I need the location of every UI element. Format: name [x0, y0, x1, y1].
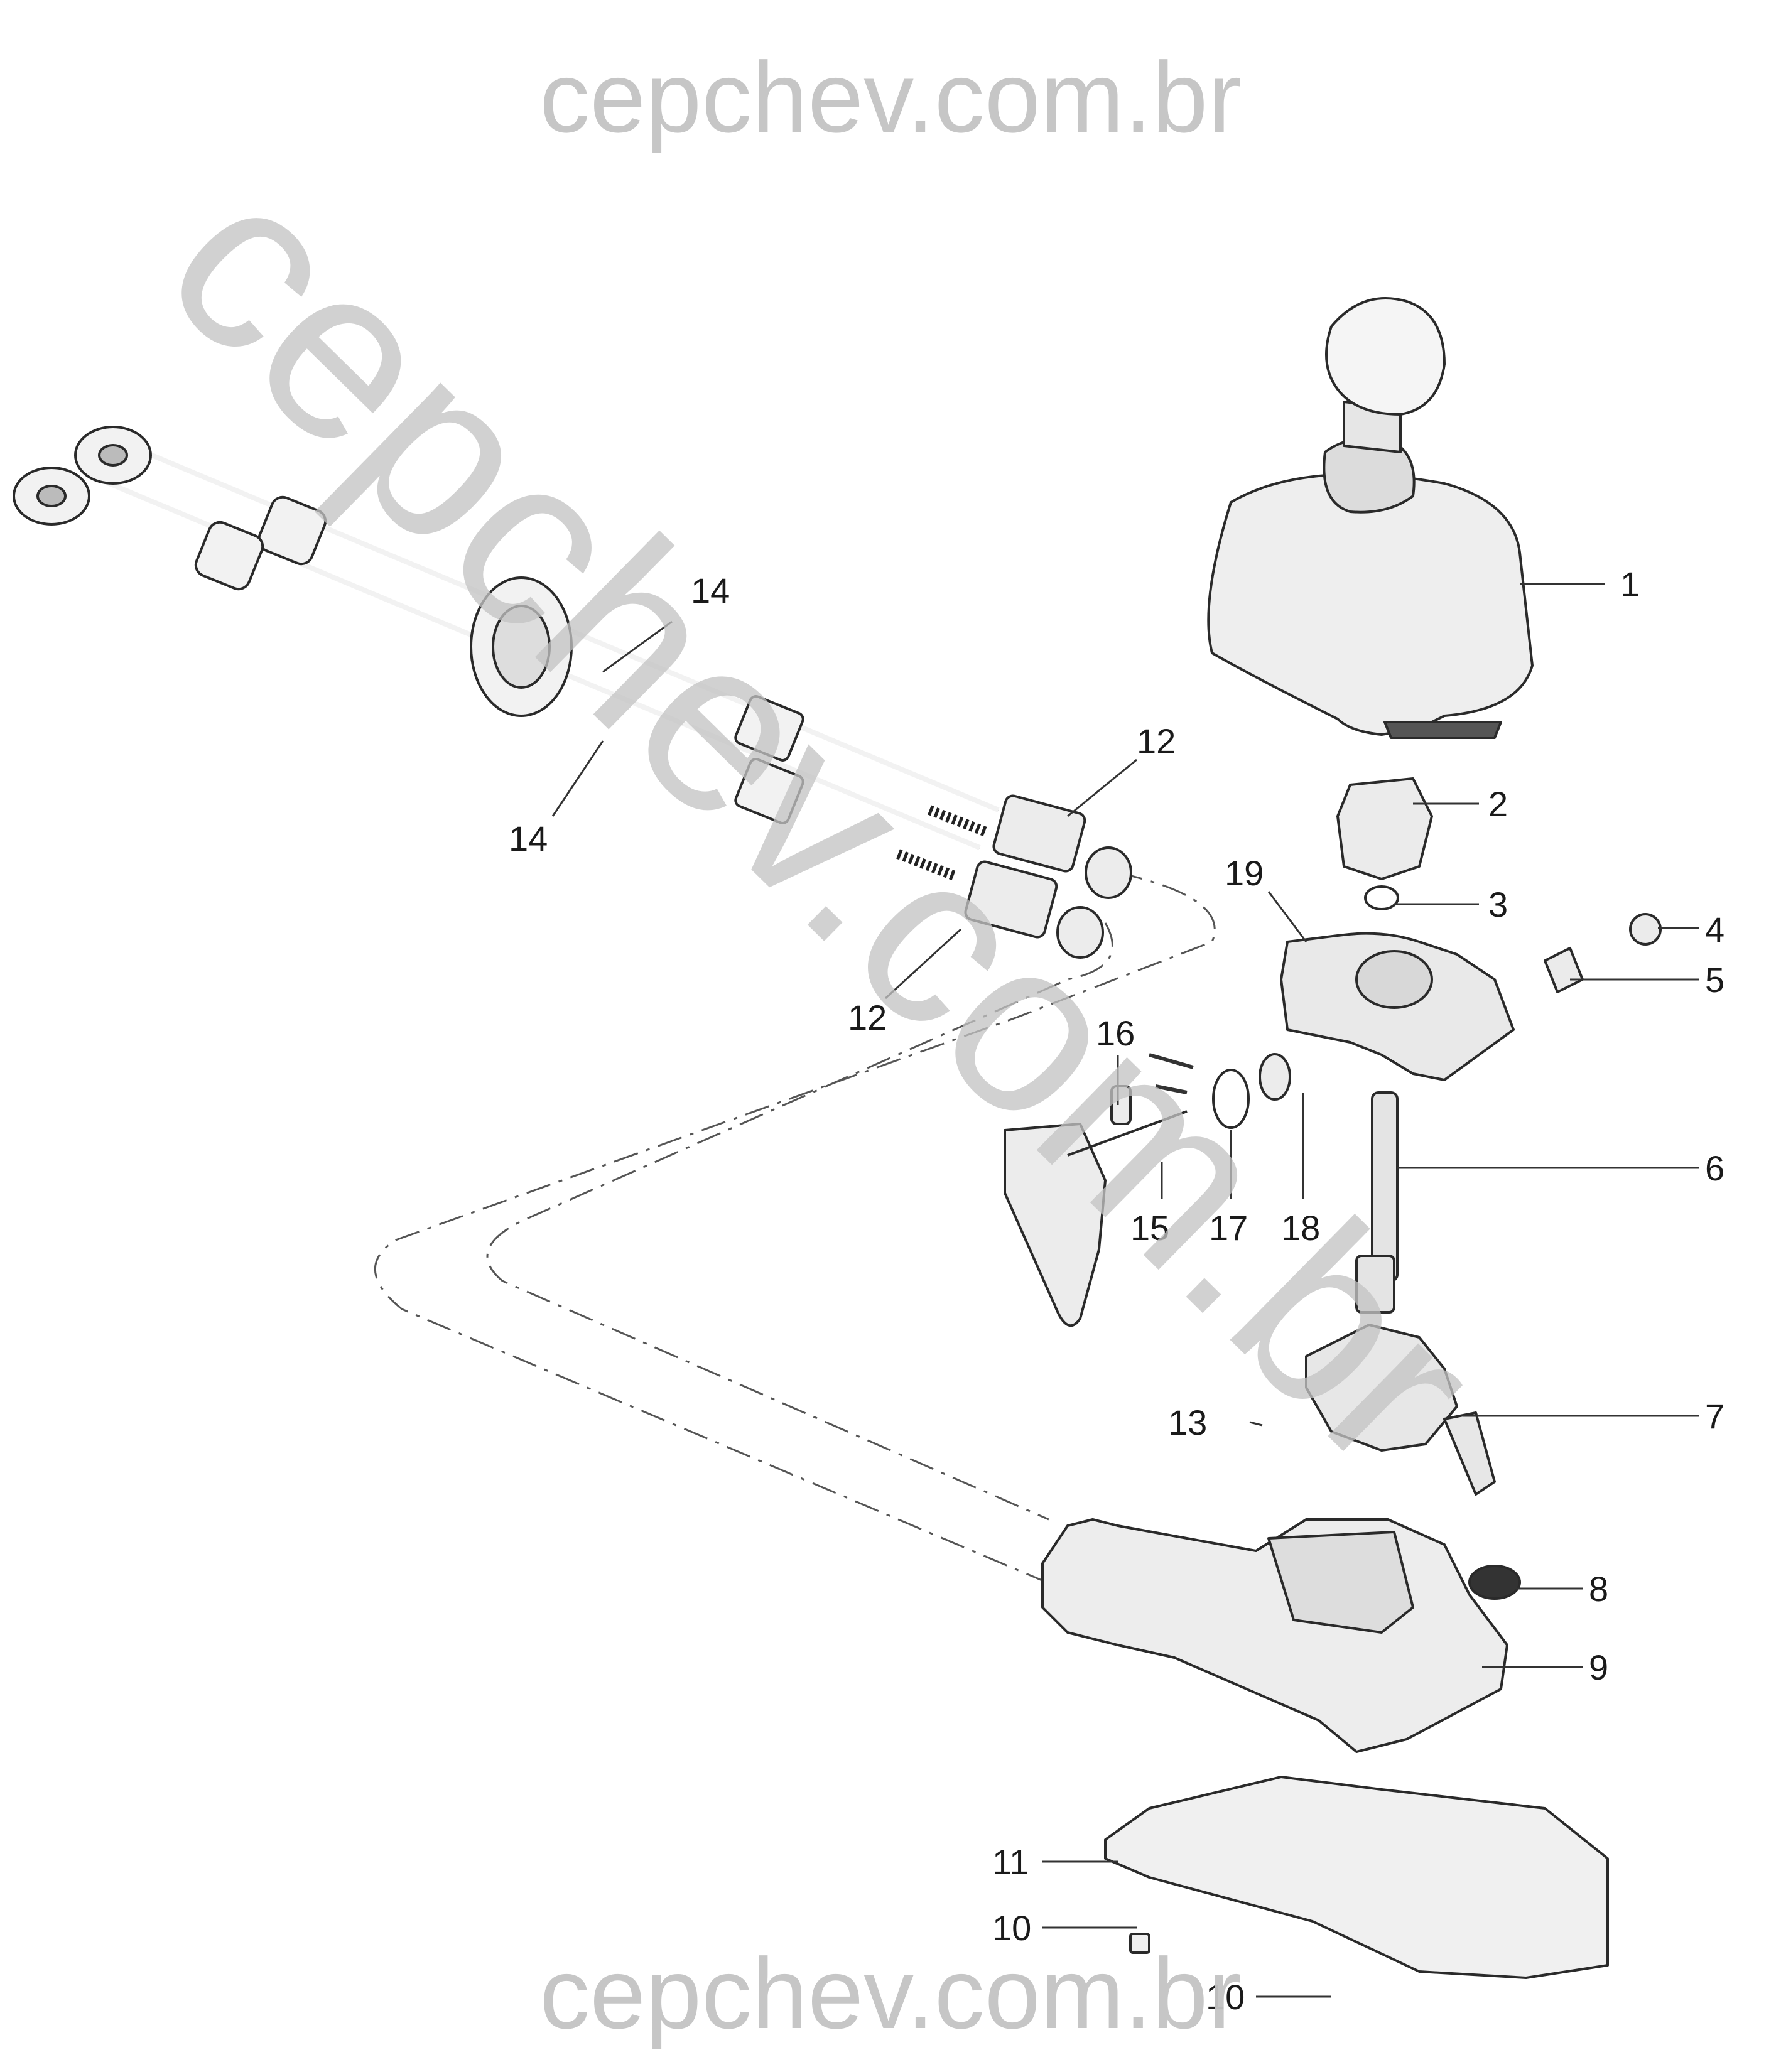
floor-bracket — [1104, 1776, 1609, 1979]
callout-leaders — [551, 583, 1699, 1998]
cable-routing-lines — [374, 871, 1216, 1590]
upper-small-parts — [1336, 777, 1662, 993]
callout-12b: 12 — [848, 998, 887, 1037]
watermarks: cepchev.com.br cepchev.com.br cepchev.co… — [116, 41, 1529, 2049]
callout-4: 4 — [1705, 910, 1724, 949]
pivot-parts — [1004, 1053, 1291, 1327]
shift-lever-housing — [1280, 932, 1515, 1081]
callout-9: 9 — [1589, 1648, 1608, 1687]
callout-10a: 10 — [992, 1908, 1031, 1948]
callout-15: 15 — [1130, 1208, 1169, 1248]
shift-knob-boot — [1207, 297, 1534, 739]
callout-10b: 10 — [1206, 1977, 1245, 2017]
callout-13: 13 — [1168, 1403, 1207, 1442]
callout-11: 11 — [992, 1842, 1029, 1882]
watermark-bottom: cepchev.com.br — [539, 1937, 1242, 2049]
callout-2: 2 — [1488, 784, 1508, 824]
callout-6: 6 — [1705, 1148, 1724, 1188]
callout-19: 19 — [1225, 853, 1264, 893]
cable-end-connectors — [964, 794, 1132, 959]
callout-5: 5 — [1705, 960, 1724, 1000]
shift-shaft — [1355, 1091, 1399, 1314]
callout-8: 8 — [1589, 1569, 1608, 1609]
base-housing — [1041, 1518, 1521, 1753]
callout-14a: 14 — [691, 571, 730, 610]
callout-3: 3 — [1488, 885, 1508, 924]
callout-12a: 12 — [1137, 721, 1176, 761]
callout-1: 1 — [1620, 564, 1640, 604]
callout-17: 17 — [1209, 1208, 1248, 1248]
watermark-diagonal: cepchev.com.br — [116, 124, 1529, 1519]
callout-labels: 1 2 3 4 5 6 7 8 9 10 10 11 12 12 13 14 1… — [509, 564, 1724, 2017]
watermark-top: cepchev.com.br — [539, 41, 1242, 153]
callout-16: 16 — [1096, 1013, 1135, 1053]
gear-shift-cables — [13, 426, 1000, 881]
callout-7: 7 — [1705, 1396, 1724, 1436]
selector-mechanism — [1305, 1324, 1496, 1496]
callout-18: 18 — [1281, 1208, 1320, 1248]
callout-14b: 14 — [509, 819, 548, 858]
